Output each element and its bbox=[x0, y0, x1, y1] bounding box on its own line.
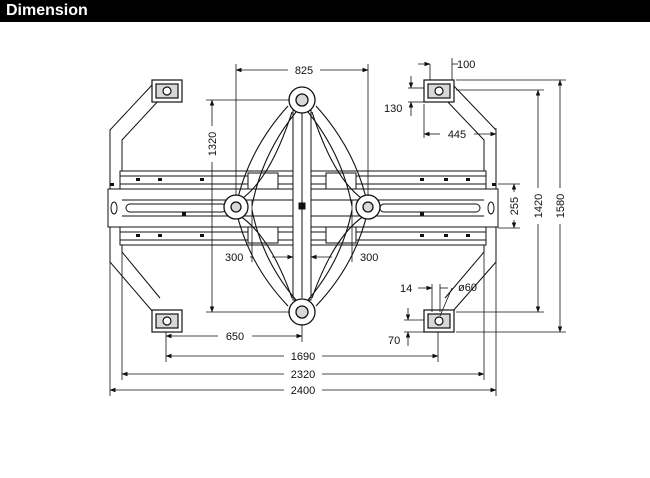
dim-2320: 2320 bbox=[291, 369, 315, 381]
dim-130: 130 bbox=[384, 103, 402, 115]
dim-300-left: 300 bbox=[225, 252, 243, 264]
dim-70: 70 bbox=[388, 335, 400, 347]
dim-300-right: 300 bbox=[360, 252, 378, 264]
foot-plates bbox=[151, 79, 455, 333]
dim-100: 100 bbox=[457, 59, 475, 71]
dim-1320: 1320 bbox=[207, 132, 219, 156]
dim-1580: 1580 bbox=[555, 194, 567, 218]
header-bar: Dimension bbox=[0, 0, 650, 22]
dim-14: 14 bbox=[400, 283, 412, 295]
center-column bbox=[292, 109, 312, 301]
dim-diameter-60: ø60 bbox=[458, 282, 477, 294]
dim-650: 650 bbox=[226, 331, 244, 343]
section-title: Dimension bbox=[6, 2, 88, 19]
rail-bolts bbox=[110, 178, 496, 237]
right-bracket-bottom bbox=[325, 226, 357, 244]
dim-255: 255 bbox=[509, 197, 521, 215]
pivot-pads bbox=[223, 86, 381, 326]
dim-445: 445 bbox=[448, 129, 466, 141]
dimension-labels: 825 100 130 445 1320 255 1420 1580 300 3… bbox=[207, 59, 567, 397]
dimension-lines bbox=[109, 58, 566, 396]
dim-1690: 1690 bbox=[291, 351, 315, 363]
swing-arms bbox=[235, 105, 369, 307]
dim-825: 825 bbox=[295, 65, 313, 77]
left-bracket-bottom bbox=[247, 226, 279, 244]
dim-2400: 2400 bbox=[291, 385, 315, 397]
dim-1420: 1420 bbox=[533, 194, 545, 218]
